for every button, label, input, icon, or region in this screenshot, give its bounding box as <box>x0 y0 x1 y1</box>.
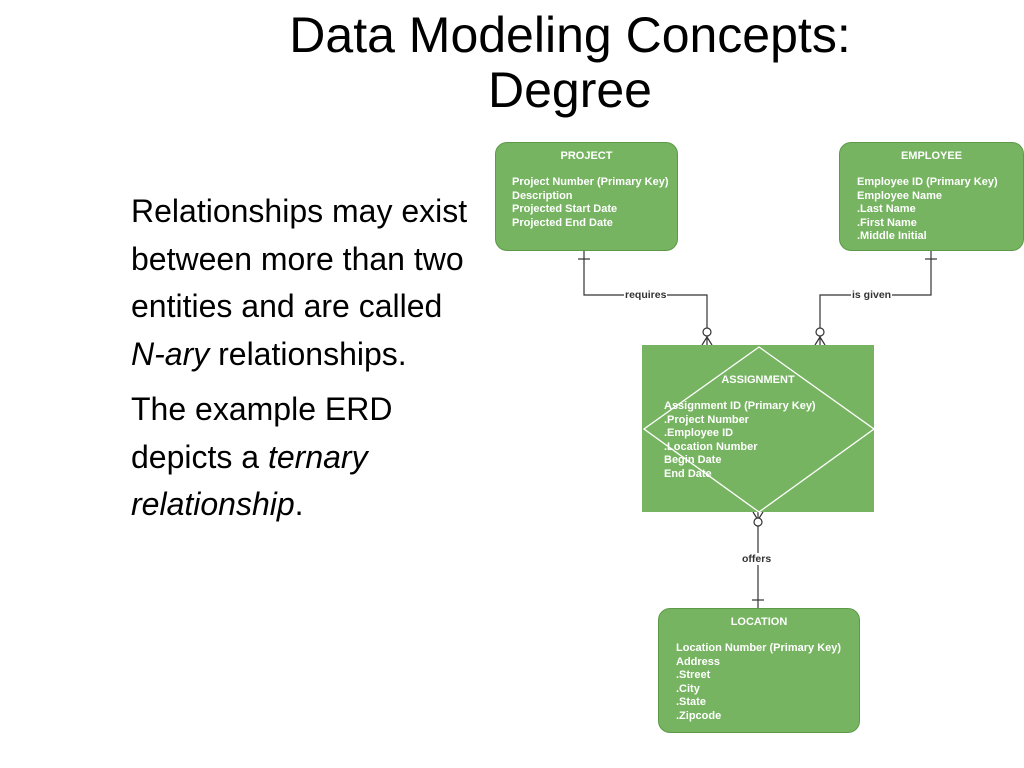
attribute: .City <box>676 682 700 695</box>
entity-assignment: ASSIGNMENT Assignment ID (Primary Key) .… <box>642 345 875 513</box>
entity-assignment-attributes: Assignment ID (Primary Key) .Project Num… <box>643 400 873 481</box>
offers-optional-circle <box>753 517 763 527</box>
attribute: Location Number (Primary Key) <box>676 642 842 654</box>
entity-location-attributes: Location Number (Primary Key) Address .S… <box>659 642 859 723</box>
entity-location: LOCATION Location Number (Primary Key) A… <box>658 608 860 733</box>
body-text: Relationships may exist between more tha… <box>131 188 491 529</box>
paragraph-nary: Relationships may exist between more tha… <box>131 188 491 378</box>
is-given-optional-circle <box>815 327 825 337</box>
attribute: .Employee ID <box>664 427 734 439</box>
attribute: Projected Start Date <box>512 203 618 215</box>
attribute: End Date <box>664 467 712 480</box>
requires-optional-circle <box>702 327 712 337</box>
rel-offers-label: offers <box>741 553 773 565</box>
title-line-2: Degree <box>488 62 652 118</box>
p2-prefix: The example ERD depicts a <box>131 391 393 475</box>
attribute: .Location Number <box>664 440 758 453</box>
attribute: Project Number (Primary Key) <box>512 176 669 188</box>
entity-assignment-name: ASSIGNMENT <box>721 374 795 386</box>
is-given-crowsfoot <box>814 335 826 346</box>
attribute: .Zipcode <box>676 709 722 722</box>
entity-project-name: PROJECT <box>560 150 613 162</box>
title-line-1: Data Modeling Concepts: <box>289 7 851 63</box>
p2-italic: ternary relationship <box>131 438 368 523</box>
p1-prefix: Relationships may exist between more tha… <box>131 193 468 324</box>
attribute: Description <box>512 189 573 202</box>
attribute: .State <box>676 696 706 708</box>
attribute: Employee Name <box>857 189 942 202</box>
rel-is-given-label: is given <box>851 289 893 301</box>
requires-crowsfoot <box>701 335 713 346</box>
rel-requires-label: requires <box>624 289 668 301</box>
attribute: .First Name <box>857 216 917 229</box>
paragraph-ternary: The example ERD depicts a ternary relati… <box>131 386 491 529</box>
entity-employee: EMPLOYEE Employee ID (Primary Key) Emplo… <box>839 142 1024 251</box>
entity-location-name: LOCATION <box>730 616 788 628</box>
entity-employee-name: EMPLOYEE <box>900 150 963 162</box>
p2-suffix: . <box>294 486 304 522</box>
attribute: Address <box>676 655 721 668</box>
entity-employee-attributes: Employee ID (Primary Key) Employee Name … <box>840 176 1023 244</box>
entity-project: PROJECT Project Number (Primary Key) Des… <box>495 142 678 251</box>
attribute: .Project Number <box>664 413 749 426</box>
attribute: .Last Name <box>857 203 916 215</box>
attribute: Assignment ID (Primary Key) <box>664 400 816 412</box>
attribute: Projected End Date <box>512 216 613 229</box>
p1-suffix: relationships. <box>218 335 407 372</box>
slide-title: Data Modeling Concepts: Degree <box>130 8 1010 118</box>
attribute: .Street <box>676 669 711 681</box>
entity-project-attributes: Project Number (Primary Key) Description… <box>496 176 677 230</box>
p1-italic: N-ary <box>131 335 210 372</box>
attribute: Begin Date <box>664 454 722 466</box>
attribute: Employee ID (Primary Key) <box>857 176 998 188</box>
assignment-diamond <box>643 346 875 513</box>
attribute: .Middle Initial <box>857 230 927 242</box>
